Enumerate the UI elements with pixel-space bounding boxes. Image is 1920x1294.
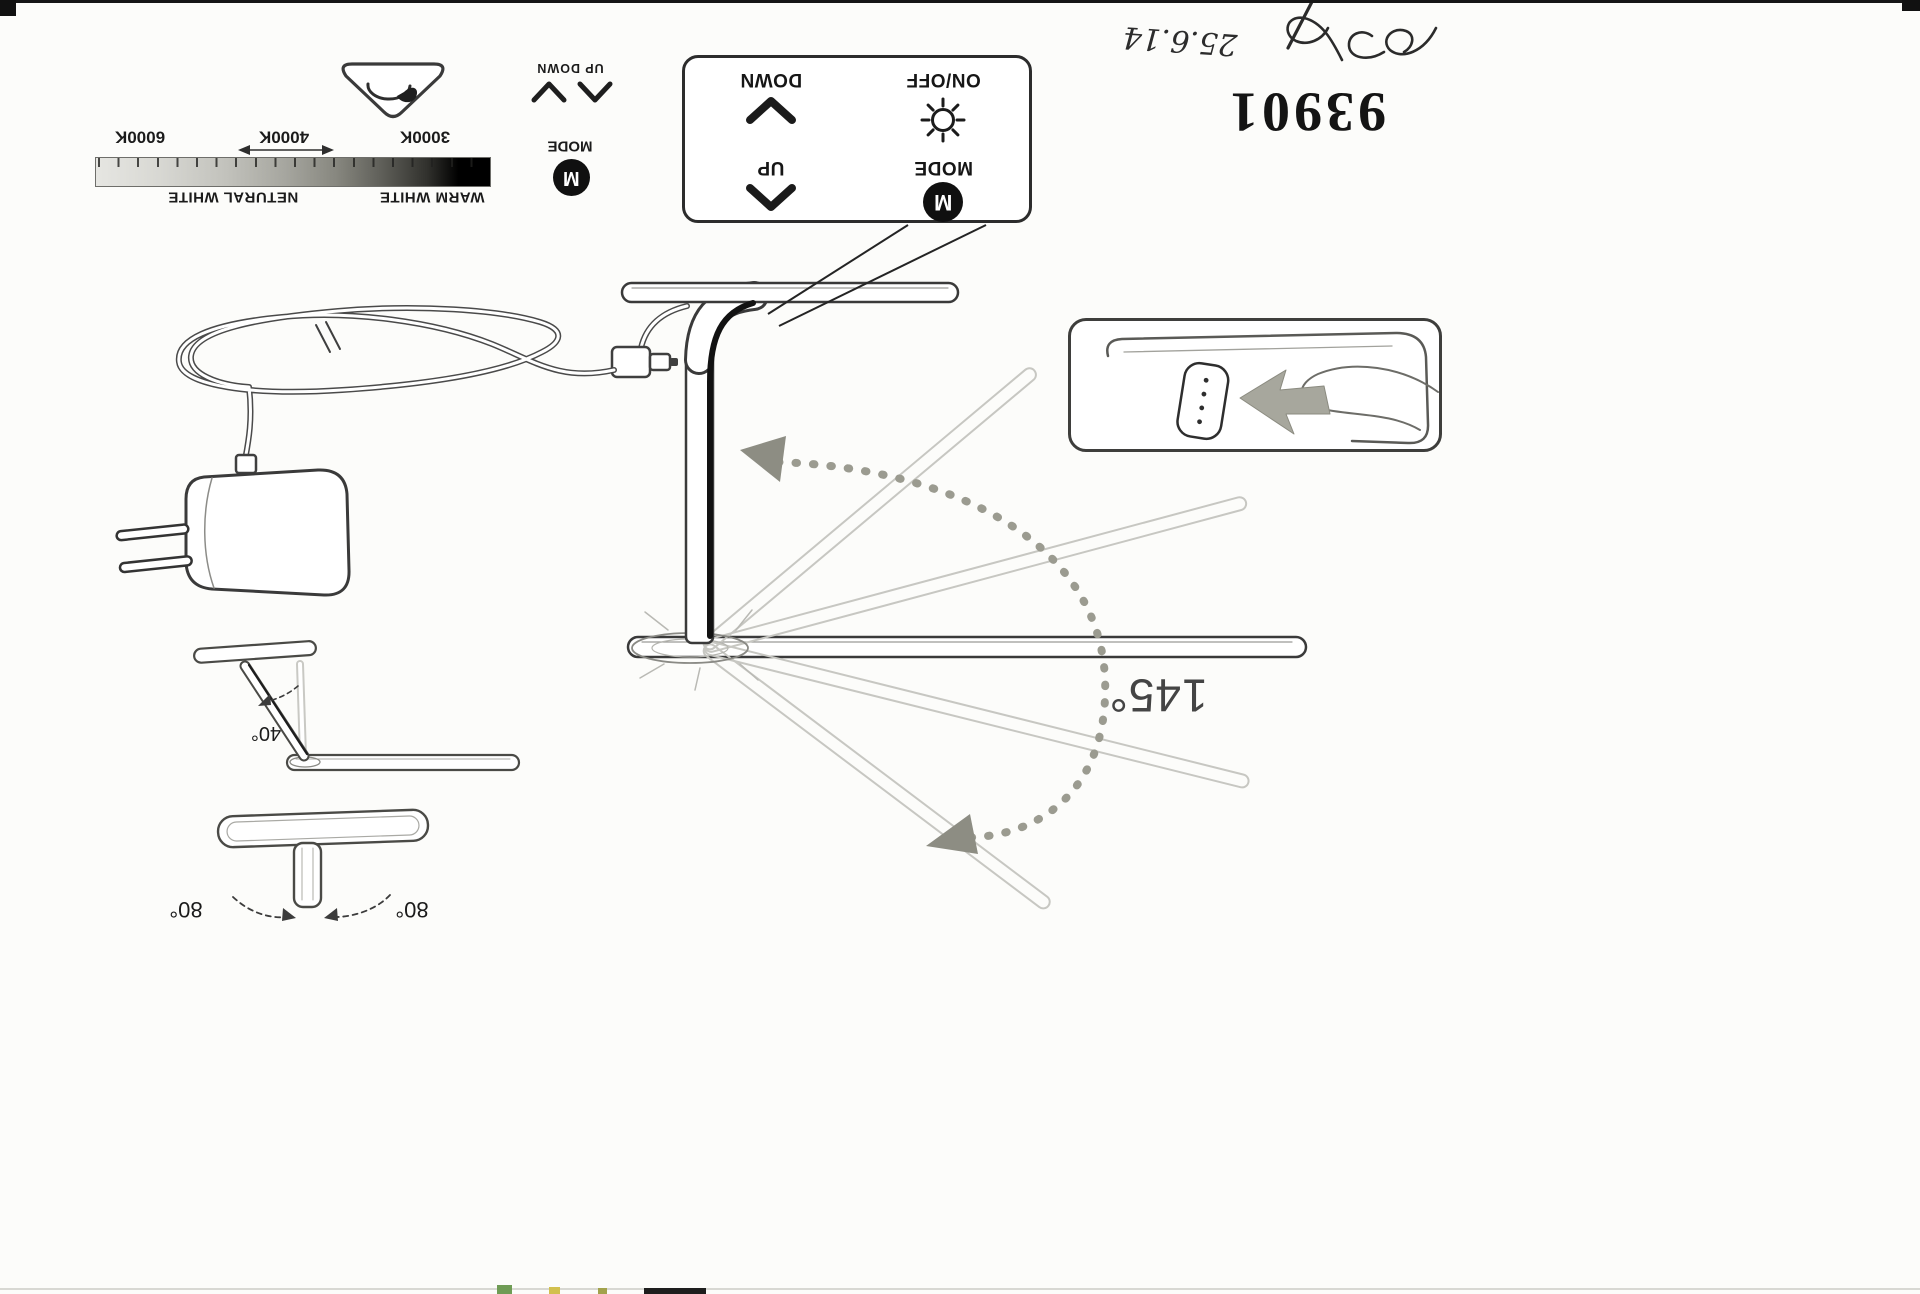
up-button: UP (685, 146, 857, 222)
cable-tie (315, 321, 341, 353)
tick-label-6000k: 6000K (114, 127, 166, 147)
mode-button-label: MODE (913, 157, 973, 178)
mode-button-m-icon: M (923, 182, 963, 222)
arm-sweep-angle-label: 145° (1108, 669, 1208, 722)
head-swivel-left-label: 80° (169, 897, 203, 923)
sun-icon (920, 97, 966, 143)
handwriting-scribble (1286, 0, 1438, 62)
onoff-button-label: ON/OFF (905, 69, 981, 90)
control-strip-accent (707, 300, 756, 639)
updown-legend-icons (528, 76, 616, 111)
mode-button-m-symbol: M (933, 190, 953, 215)
pivot-starburst (639, 599, 759, 691)
power-adapter-illustration (115, 303, 690, 597)
up-button-label: UP (757, 157, 785, 178)
mode-legend-label: MODE (547, 137, 593, 155)
dc-plug (610, 345, 652, 379)
zone-label-netural-white: NETURAL WHITE (167, 188, 299, 206)
head-swivel-right-label: 80° (395, 897, 429, 923)
mode-m-symbol: M (563, 167, 580, 189)
mode-button: MODE M (857, 146, 1029, 222)
model-number: 93901 (1226, 80, 1386, 143)
adapter-body (184, 468, 351, 597)
tilt-lamp-illustration (193, 640, 521, 772)
chevron-up-down-icon (531, 81, 613, 103)
chevron-down-icon (746, 184, 796, 211)
arm-tilt-angle-label: 40° (250, 722, 282, 744)
handwritten-date: 25.6.14 (1121, 19, 1239, 62)
arc-arrowhead-bottom (926, 814, 978, 854)
coiled-cable (175, 305, 617, 463)
updown-legend-label: UP DOWN (536, 60, 604, 75)
inset-detail-panel (1068, 318, 1442, 452)
callout-lines (767, 224, 987, 327)
touch-gesture-icon (341, 62, 445, 119)
remote-control-panel: DOWN ON/OFF UP MODE (682, 55, 1032, 223)
chevron-up-icon (746, 97, 796, 124)
color-temperature-bar (95, 157, 491, 187)
tick-label-4000k: 4000K (258, 127, 310, 147)
arc-arrowhead-top (740, 436, 786, 482)
plug-prongs (115, 523, 193, 574)
colorbar-tick-marks (98, 158, 490, 167)
tick-label-3000k: 3000K (399, 127, 451, 147)
zone-label-warm-white: WARM WHITE (379, 188, 485, 206)
down-button: DOWN (685, 58, 857, 146)
onoff-button: ON/OFF (857, 58, 1029, 146)
mode-m-icon: M (553, 159, 590, 196)
rotation-arc (740, 436, 1110, 854)
down-button-label: DOWN (739, 69, 803, 90)
